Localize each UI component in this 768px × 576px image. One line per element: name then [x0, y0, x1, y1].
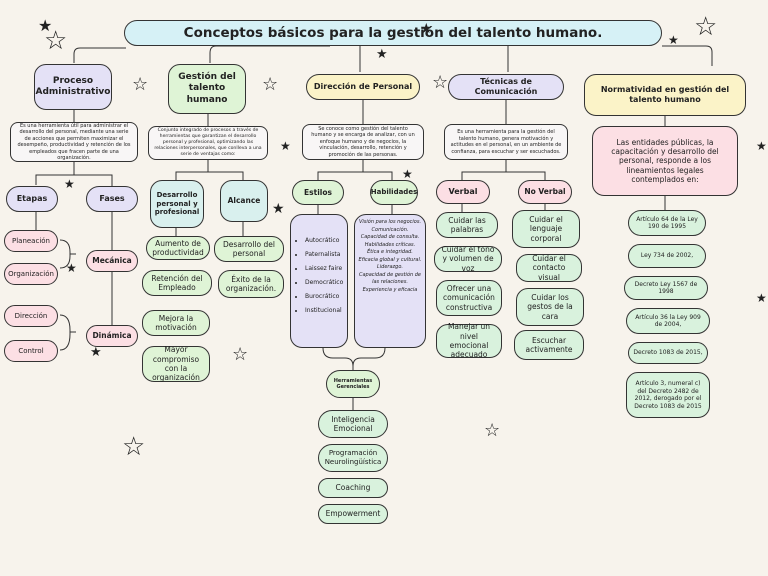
- star-icon: ★: [66, 261, 77, 275]
- fase-item: Dinámica: [86, 325, 138, 347]
- norma-item: Artículo 36 la Ley 909 de 2004,: [626, 308, 710, 334]
- star-icon: ★: [280, 139, 291, 153]
- star-icon: ★: [756, 291, 767, 305]
- star-icon: ☆: [232, 344, 249, 365]
- estilo-item: Paternalista: [305, 251, 347, 258]
- gestion-benefit-item: Aumento de productividad: [146, 236, 210, 260]
- page-title: Conceptos básicos para la gestión del ta…: [124, 20, 662, 46]
- etapa-item: Organización: [4, 263, 58, 285]
- estilo-item: Democrático: [305, 279, 347, 286]
- star-icon: ★: [420, 21, 433, 37]
- alcance-item: Éxito de la organización.: [218, 270, 284, 298]
- estilo-item: Institucional: [305, 307, 347, 314]
- habilidad-item: Capacidad de gestión de las relaciones.: [358, 271, 422, 286]
- noverbal-item: Cuidar el contacto visual: [516, 254, 582, 282]
- star-icon: ★: [668, 33, 679, 47]
- star-icon: ★: [402, 167, 413, 181]
- etapas-label: Etapas: [6, 186, 58, 212]
- etapa-item: Planeación: [4, 230, 58, 252]
- herramienta-item: Empowerment: [318, 504, 388, 524]
- norma-item: Decreto Ley 1567 de 1998: [624, 276, 708, 300]
- norma-item: Artículo 64 de la Ley 190 de 1995: [628, 210, 706, 236]
- direccion-description: Se conoce como gestión del talento human…: [302, 124, 424, 160]
- habilidad-item: Habilidades críticas.: [364, 241, 416, 248]
- normatividad-description: Las entidades públicas, la capacitación …: [592, 126, 738, 196]
- desarrollo-label: Desarrollo personal y profesional: [150, 180, 204, 228]
- habilidad-item: Comunicación.: [371, 226, 409, 233]
- habilidades-list: Visión para los negocios. Comunicación. …: [354, 214, 426, 348]
- fase-item: Mecánica: [86, 250, 138, 272]
- norma-item: Decreto 1083 de 2015,: [628, 342, 708, 364]
- tecnicas-header: Técnicas de Comunicación: [448, 74, 564, 100]
- noverbal-item: Cuidar el lenguaje corporal: [512, 210, 580, 248]
- estilo-item: Burocrático: [305, 293, 347, 300]
- noverbal-label: No Verbal: [518, 180, 572, 204]
- etapa-item: Control: [4, 340, 58, 362]
- etapa-item: Dirección: [4, 305, 58, 327]
- star-icon: ☆: [262, 74, 279, 95]
- noverbal-item: Escuchar activamente: [514, 330, 584, 360]
- habilidades-label: Habilidades: [370, 180, 418, 205]
- herramienta-item: Coaching: [318, 478, 388, 498]
- star-icon: ☆: [44, 26, 68, 56]
- habilidad-item: Experiencia y eficacia: [362, 286, 418, 293]
- herramienta-item: Inteligencia Emocional: [318, 410, 388, 438]
- herramienta-item: Programación Neurolingüística: [318, 444, 388, 472]
- gestion-benefit-item: Mayor compromiso con la organización: [142, 345, 210, 382]
- alcance-item: Desarrollo del personal: [214, 236, 284, 262]
- gestion-benefit-item: Mejora la motivación: [142, 310, 210, 336]
- habilidad-item: Visión para los negocios.: [358, 219, 422, 225]
- estilos-list: Autocrático Paternalista Laissez faire D…: [290, 214, 348, 348]
- star-icon: ★: [90, 345, 102, 360]
- norma-item: Artículo 3, numeral c) del Decreto 2482 …: [626, 372, 710, 418]
- habilidad-item: Ética e integridad.: [367, 249, 413, 255]
- verbal-item: Ofrecer una comunicación constructiva: [436, 280, 502, 316]
- gestion-description: Conjunto integrado de procesos a través …: [148, 126, 268, 160]
- star-icon: ★: [376, 47, 388, 62]
- star-icon: ★: [64, 177, 75, 191]
- star-icon: ★: [38, 16, 53, 35]
- star-icon: ☆: [132, 74, 149, 95]
- estilo-item: Laissez faire: [305, 265, 347, 272]
- proceso-header: Proceso Administrativo: [34, 64, 112, 110]
- normatividad-header: Normatividad en gestión del talento huma…: [584, 74, 746, 116]
- tecnicas-description: Es una herramienta para la gestión del t…: [444, 124, 568, 160]
- verbal-label: Verbal: [436, 180, 490, 204]
- habilidad-item: Eficacia global y cultural.: [358, 256, 422, 263]
- verbal-item: Manejar un nivel emocional adecuado: [436, 322, 502, 359]
- habilidad-item: Capacidad de consulta.: [360, 234, 420, 240]
- star-icon: ☆: [432, 72, 449, 93]
- star-icon: ★: [756, 139, 767, 153]
- verbal-item: Cuidar las palabras: [436, 212, 498, 238]
- gestion-header: Gestión del talento humano: [168, 64, 246, 114]
- estilos-label: Estilos: [292, 180, 344, 205]
- direccion-header: Dirección de Personal: [306, 74, 420, 100]
- estilo-item: Autocrático: [305, 237, 347, 244]
- star-icon: ☆: [122, 432, 146, 462]
- fases-label: Fases: [86, 186, 138, 212]
- norma-item: Ley 734 de 2002,: [628, 244, 706, 268]
- noverbal-item: Cuidar los gestos de la cara: [516, 288, 584, 326]
- star-icon: ☆: [694, 12, 718, 42]
- alcance-label: Alcance: [220, 180, 268, 222]
- habilidad-item: Liderazgo.: [377, 264, 403, 270]
- gestion-benefit-item: Retención del Empleado: [142, 270, 212, 296]
- verbal-item: Cuidar el tono y volumen de voz: [434, 245, 502, 273]
- star-icon: ★: [272, 201, 285, 217]
- herramientas-label: Herramientas Gerenciales: [326, 370, 380, 398]
- star-icon: ☆: [484, 420, 501, 441]
- proceso-description: Es una herramienta útil para administrar…: [10, 122, 138, 162]
